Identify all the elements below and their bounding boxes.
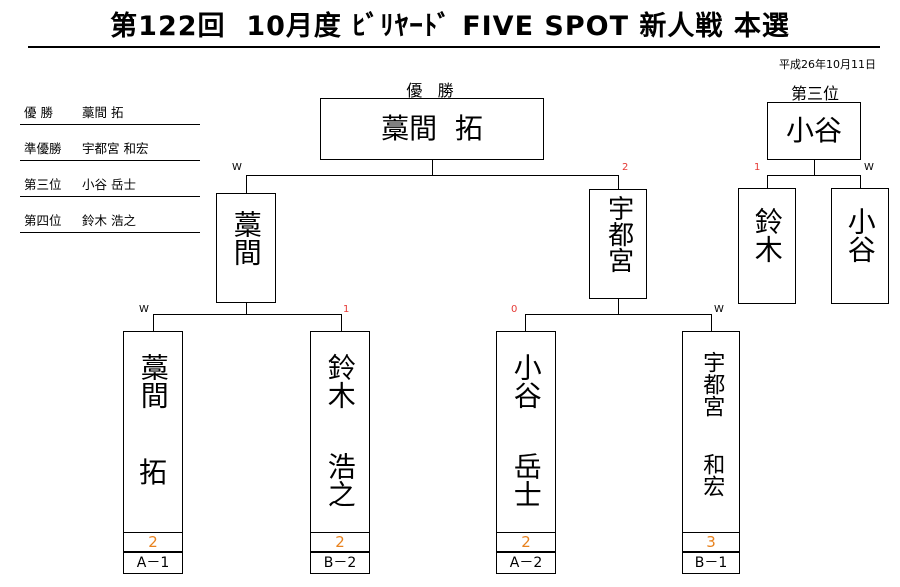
semi-right-stem — [618, 299, 619, 314]
entrant-box-2: 鈴木 浩之 2 — [310, 331, 370, 552]
third-left-name: 鈴木 — [750, 207, 784, 263]
third-left-box: 鈴木 — [738, 188, 796, 304]
semi-left-win-mark: W — [139, 304, 149, 315]
summary-row-third: 第三位 小谷 岳士 — [20, 170, 200, 197]
entrant-box-3: 小谷 岳士 2 — [496, 331, 556, 552]
summary-name: 宇都宮 和宏 — [82, 141, 149, 156]
final-connector-right — [618, 175, 619, 189]
summary-row-runner-up: 準優勝 宇都宮 和宏 — [20, 134, 200, 161]
title-underline — [28, 46, 880, 48]
third-right-name: 小谷 — [843, 207, 877, 263]
finalist-right-box: 宇都宮 — [589, 189, 647, 299]
finalist-left-name: 藁間 — [229, 210, 263, 266]
semi-left-a — [153, 314, 154, 331]
summary-name: 藁間 拓 — [82, 105, 124, 120]
champion-label: 優 勝 — [406, 81, 454, 100]
summary-rank: 優 勝 — [24, 105, 53, 120]
entrant-given: 和宏 — [699, 453, 725, 498]
semi-left-stem — [246, 303, 247, 314]
semi-right-a — [525, 314, 526, 331]
summary-row-champion: 優 勝 藁間 拓 — [20, 98, 200, 125]
entrant-seed: A－2 — [496, 552, 556, 574]
semi-right-loss-mark: 0 — [511, 304, 518, 315]
summary-rank: 第四位 — [24, 213, 62, 228]
entrant-box-4: 宇都宮 和宏 3 — [682, 331, 740, 552]
summary-name: 鈴木 浩之 — [82, 213, 136, 228]
entrant-score: 2 — [311, 532, 369, 552]
third-connector-left — [767, 175, 768, 188]
summary-rank: 準優勝 — [24, 141, 62, 156]
third-connector-stem — [814, 160, 815, 175]
semi-left-loss-mark: 1 — [343, 304, 350, 315]
entrant-given: 岳士 — [509, 451, 543, 508]
champion-box: 藁間 拓 — [320, 98, 544, 160]
third-right-mark: W — [864, 162, 874, 173]
third-connector-right — [860, 175, 861, 188]
entrant-seed: B－2 — [310, 552, 370, 574]
finalist-right-name: 宇都宮 — [603, 195, 634, 273]
entrant-given: 浩之 — [323, 451, 357, 508]
entrant-seed: A－1 — [123, 552, 183, 574]
summary-name: 小谷 岳士 — [82, 177, 136, 192]
third-right-box: 小谷 — [831, 188, 889, 304]
entrant-given: 拓 — [138, 455, 167, 489]
entrant-surname: 宇都宮 — [699, 351, 725, 417]
entrant-surname: 藁間 — [136, 353, 170, 409]
entrant-score: 2 — [497, 532, 555, 552]
entrant-surname: 鈴木 — [323, 353, 357, 409]
final-connector-bar — [246, 175, 618, 176]
semi-left-bar — [153, 314, 341, 315]
semi-right-bar — [525, 314, 711, 315]
summary-rank: 第三位 — [24, 177, 62, 192]
third-connector-bar — [767, 175, 860, 176]
entrant-score: 2 — [124, 532, 182, 552]
third-place-box: 小谷 — [767, 102, 861, 160]
final-left-mark: W — [232, 162, 242, 173]
third-place-label: 第三位 — [790, 84, 839, 103]
final-connector-stem — [432, 160, 433, 175]
final-right-mark: 2 — [622, 162, 629, 173]
semi-right-win-mark: W — [714, 304, 724, 315]
page-title: 第122回 10月度 ﾋﾞﾘﾔｰﾄﾞ FIVE SPOT 新人戦 本選 — [110, 11, 790, 42]
event-date: 平成26年10月11日 — [779, 58, 876, 71]
third-left-mark: 1 — [754, 162, 761, 173]
entrant-score: 3 — [683, 532, 739, 552]
finalist-left-box: 藁間 — [216, 193, 276, 303]
summary-row-fourth: 第四位 鈴木 浩之 — [20, 206, 200, 233]
entrant-surname: 小谷 — [509, 353, 543, 409]
entrant-seed: B－1 — [682, 552, 740, 574]
final-connector-left — [246, 175, 247, 193]
semi-right-b — [711, 314, 712, 331]
semi-left-b — [341, 314, 342, 331]
entrant-box-1: 藁間 拓 2 — [123, 331, 183, 552]
